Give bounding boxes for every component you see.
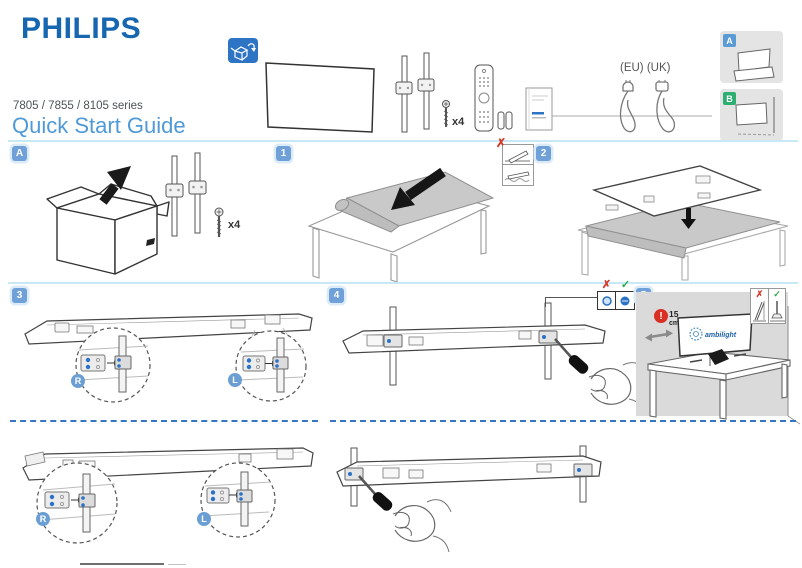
detail-circle-left — [235, 330, 307, 402]
tv-on-bare-table-sketch — [505, 150, 530, 164]
unbox-icon — [228, 38, 258, 63]
remote-control-illustration — [474, 64, 513, 132]
alt-right-stand-label: R — [36, 512, 50, 526]
separator-line — [8, 282, 798, 284]
table-blanket-illustration — [307, 167, 495, 283]
screw-stands-illustration — [342, 302, 648, 416]
step-3-label: 3 — [12, 288, 27, 303]
step-1-label: 1 — [276, 146, 291, 161]
alt-left-stand-label: L — [197, 512, 211, 526]
fold-mark — [80, 563, 164, 565]
card-a-label: A — [723, 34, 736, 47]
dashed-separator — [10, 420, 318, 422]
region-label: (EU) (UK) — [620, 62, 671, 74]
right-stand-label: R — [71, 374, 85, 388]
stand-attachment-illustration — [24, 313, 313, 403]
correct-mark: ✓ — [620, 279, 631, 291]
fold-mark — [168, 564, 186, 565]
screw-icon-step-a — [214, 207, 224, 237]
correct-mark: ✓ — [773, 289, 781, 299]
lay-down-arrow-icon — [686, 208, 691, 219]
tv-wall-mount-icon — [735, 97, 775, 136]
step-a-label: A — [12, 146, 27, 161]
callout-line — [545, 297, 597, 298]
alt-screw-stands-illustration — [336, 445, 602, 553]
tv-center-stand — [708, 349, 729, 365]
tv-upright-sketch — [769, 301, 785, 322]
page-title: Quick Start Guide — [12, 113, 186, 138]
unpack-arrow-icon — [107, 166, 131, 190]
stand-legs-illustration — [395, 52, 435, 133]
screwdriver-icon — [358, 475, 376, 495]
alt-stand-attachment-illustration — [22, 447, 314, 544]
placement-card-a: A — [720, 31, 783, 83]
stand-legs-step-a — [165, 152, 207, 237]
place-blanket-arrow-icon — [405, 167, 446, 201]
warning-icon: ! — [654, 309, 668, 323]
wrong-mark: ✗ — [755, 289, 764, 299]
ambilight-logo-text: ambilight — [705, 332, 737, 339]
screwdriver-icon — [554, 338, 572, 358]
tv-on-stand-icon — [733, 48, 775, 82]
philips-logo: PHILIPS — [21, 12, 142, 45]
distance-arrow-icon — [645, 329, 673, 342]
dashed-separator — [330, 420, 796, 422]
ambilight-icon — [689, 327, 703, 341]
separator-line — [8, 140, 798, 142]
screw-tight-icon — [620, 296, 630, 305]
screw-count: x4 — [452, 116, 465, 128]
screw-count-step-a: x4 — [228, 219, 241, 231]
step-1-warning-box: ✗ — [496, 136, 534, 186]
step-4-label: 4 — [329, 288, 344, 303]
card-b-label: B — [723, 92, 736, 105]
screw-loose-icon — [601, 295, 612, 306]
series-text: 7805 / 7855 / 8105 series — [13, 100, 143, 112]
hand-illustration — [392, 499, 452, 553]
placement-card-b: B — [720, 89, 783, 141]
power-cords-illustration — [619, 80, 676, 133]
distance-value: 15 — [669, 309, 679, 319]
step-2-label: 2 — [536, 146, 551, 161]
tv-placement-scene: ambilight — [636, 292, 801, 425]
tv-panel-illustration — [265, 62, 375, 133]
tv-face-down-illustration — [577, 165, 789, 281]
tv-front-illustration — [677, 313, 753, 357]
wrong-mark: ✗ — [601, 279, 612, 291]
detail-circle-right — [36, 462, 118, 544]
wrong-mark: ✗ — [496, 136, 507, 150]
tv-on-blanket-sketch — [504, 171, 530, 182]
screw-icon — [442, 100, 450, 127]
screw-depth-compare-box: ✗ ✓ — [597, 279, 637, 310]
callout-line — [545, 297, 546, 307]
tv-leaning-sketch — [753, 301, 766, 322]
left-stand-label: L — [228, 373, 242, 387]
placement-compare-box: ✗ ✓ — [750, 288, 786, 324]
distance-unit: cm — [669, 320, 680, 327]
open-box-illustration — [46, 166, 170, 275]
